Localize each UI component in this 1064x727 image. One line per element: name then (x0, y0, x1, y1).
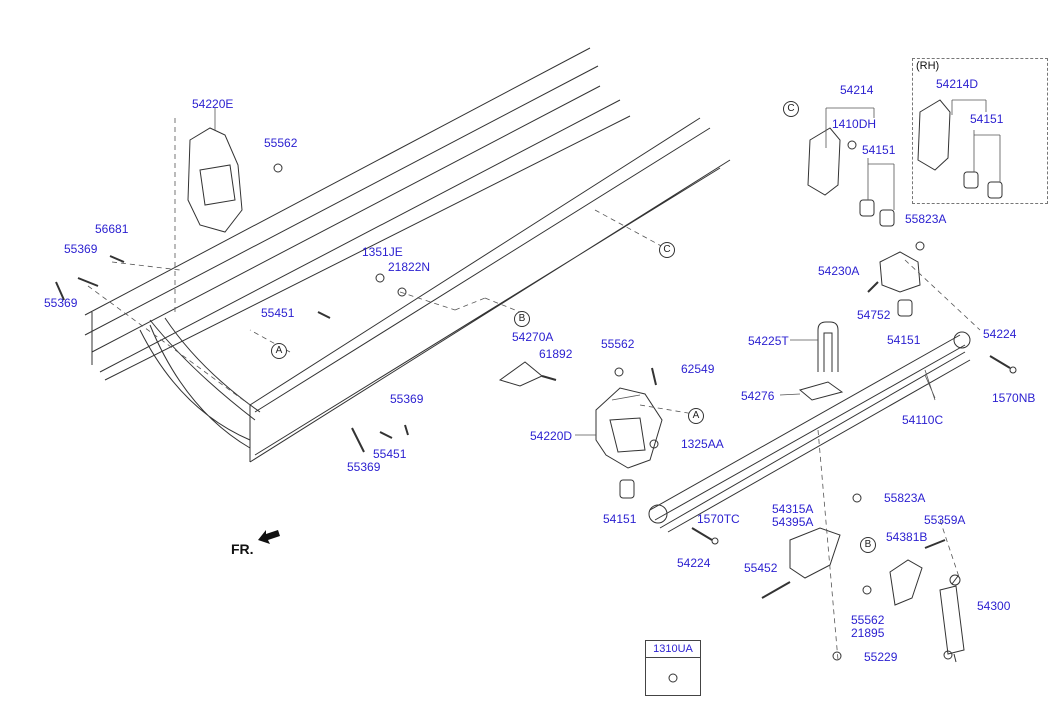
u-bolt (817, 321, 839, 372)
part-1410DH: 1410DH (832, 117, 877, 131)
frame-rail-upper (84, 47, 631, 381)
bushing (987, 181, 1003, 199)
part-55369: 55369 (347, 460, 381, 474)
part-54151: 54151 (970, 112, 1004, 126)
part-55369: 55369 (44, 296, 78, 310)
bracket-54214 (807, 127, 841, 196)
rh-detail-box: (RH) (912, 58, 1048, 204)
part-55823A: 55823A (884, 491, 926, 505)
bushing (879, 209, 895, 227)
bracket-54220D (595, 387, 663, 469)
part-54381B: 54381B (886, 530, 928, 544)
part-56681: 56681 (95, 222, 129, 236)
part-55369: 55369 (64, 242, 98, 256)
callout-c: C (783, 101, 799, 117)
part-54220E: 54220E (192, 97, 234, 111)
bushing (859, 199, 875, 217)
part-55451: 55451 (261, 306, 295, 320)
frame-crossmember (139, 317, 261, 449)
spring-spacer (798, 381, 844, 401)
callout-b: B (860, 537, 876, 553)
part-54395A: 54395A (772, 515, 814, 529)
part-55359A: 55359A (924, 513, 966, 527)
part-55562: 55562 (264, 136, 298, 150)
part-61892: 61892 (539, 347, 573, 361)
part-54270A: 54270A (512, 330, 554, 344)
frame-rail-lower (249, 117, 731, 463)
part-21822N: 21822N (388, 260, 431, 274)
callout-a: A (688, 408, 704, 424)
part-55229: 55229 (864, 650, 898, 664)
callout-b: B (514, 311, 530, 327)
spring-eye-rear (953, 331, 971, 349)
part-54214D: 54214D (936, 77, 979, 91)
callout-a: A (271, 343, 287, 359)
part-55562: 55562 (851, 613, 885, 627)
part-21895: 21895 (851, 626, 885, 640)
part-55562: 55562 (601, 337, 635, 351)
part-54151: 54151 (603, 512, 637, 526)
bracket-54214D (917, 99, 951, 171)
bracket-54315A (789, 527, 841, 579)
part-54220D: 54220D (530, 429, 573, 443)
part-54230A: 54230A (818, 264, 860, 278)
bracket-54220E (187, 127, 243, 233)
part-54214: 54214 (840, 83, 874, 97)
part-54151: 54151 (862, 143, 896, 157)
part-54315A: 54315A (772, 502, 814, 516)
shock-absorber (939, 575, 965, 663)
part-55823A: 55823A (905, 212, 947, 226)
callout-c: C (659, 242, 675, 258)
part-62549: 62549 (681, 362, 715, 376)
part-1351JE: 1351JE (362, 245, 403, 259)
part-54300: 54300 (977, 599, 1011, 613)
part-1570NB: 1570NB (992, 391, 1036, 405)
bracket-54270A (498, 361, 543, 387)
bushing (963, 171, 979, 189)
part-54151: 54151 (887, 333, 921, 347)
front-direction-label: FR. (231, 541, 254, 557)
spring-eye-front (648, 504, 668, 524)
leaf-spring (649, 334, 971, 533)
part-54276: 54276 (741, 389, 775, 403)
part-54224: 54224 (983, 327, 1017, 341)
part-55452: 55452 (744, 561, 778, 575)
part-54225T: 54225T (748, 334, 789, 348)
bushing (897, 299, 913, 317)
part-55451: 55451 (373, 447, 407, 461)
part-55369: 55369 (390, 392, 424, 406)
part-54752: 54752 (857, 308, 891, 322)
part-54110C: 54110C (902, 413, 944, 427)
part-54224: 54224 (677, 556, 711, 570)
part-box-label: 1310UA (646, 641, 700, 658)
part-1570TC: 1570TC (697, 512, 740, 526)
shackle-54230A (879, 251, 921, 293)
part-box-1310UA: 1310UA (645, 640, 701, 696)
rh-label: (RH) (916, 60, 940, 72)
bushing (619, 479, 635, 499)
bracket-54381B (889, 559, 923, 606)
part-1325AA: 1325AA (681, 437, 724, 451)
